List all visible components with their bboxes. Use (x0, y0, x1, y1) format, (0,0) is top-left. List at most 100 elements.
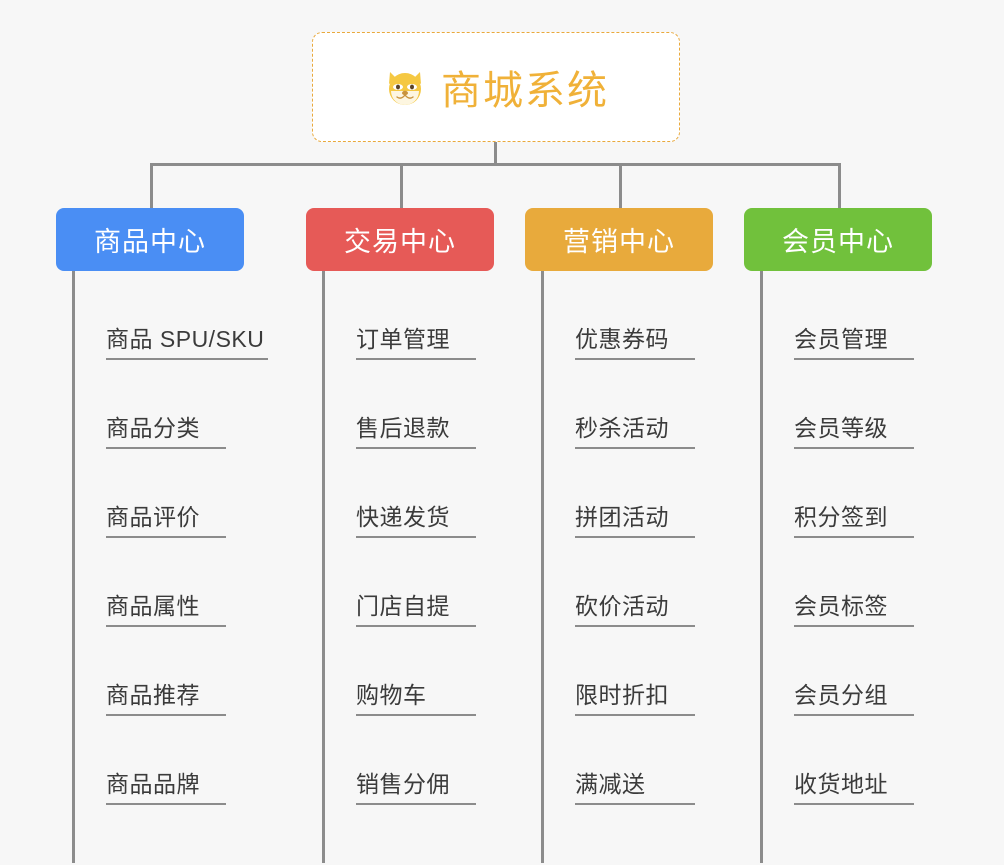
leaf-item[interactable]: 快递发货 (322, 449, 476, 538)
leaf-label: 会员分组 (794, 682, 888, 708)
category-column-会员中心: 会员中心 会员管理 会员等级 积分签到 (744, 208, 932, 865)
category-column-营销中心: 营销中心 优惠券码 秒杀活动 拼团活动 (525, 208, 713, 865)
leaf-item[interactable]: 商品分类 (72, 360, 226, 449)
category-column-商品中心: 商品中心 商品 SPU/SKU 商品分类 商品评价 (56, 208, 269, 865)
shiba-dog-emoji-icon (383, 65, 427, 109)
leaf-item[interactable]: 满减送 (541, 716, 695, 805)
leaf-underline (356, 536, 476, 538)
leaf-label: 售后退款 (356, 415, 450, 441)
branch-1: 商品 SPU/SKU 商品分类 商品评价 商品属性 (72, 271, 269, 865)
leaf-underline (575, 625, 695, 627)
leaf-underline (794, 803, 914, 805)
leaf-label: 商品评价 (106, 504, 200, 530)
leaf-label: 商品属性 (106, 593, 200, 619)
leaf-label: 限时折扣 (575, 682, 669, 708)
connector-drop-2 (400, 163, 403, 208)
leaf-label: 砍价活动 (575, 593, 669, 619)
connector-horizontal-bus (150, 163, 840, 166)
root-node[interactable]: 商城系统 (312, 32, 680, 142)
leaf-item[interactable]: 收货地址 (760, 716, 914, 805)
leaf-label: 秒杀活动 (575, 415, 669, 441)
leaf-item[interactable]: 会员等级 (760, 360, 914, 449)
leaf-item[interactable]: 会员标签 (760, 538, 914, 627)
leaf-underline (106, 447, 226, 449)
leaf-underline (106, 625, 226, 627)
branch-spine (72, 271, 75, 863)
leaf-underline (794, 714, 914, 716)
branch-2: 订单管理 售后退款 快递发货 门店自提 (322, 271, 494, 865)
leaf-underline (106, 536, 226, 538)
leaf-item[interactable]: 拼团活动 (541, 449, 695, 538)
leaf-underline (575, 447, 695, 449)
category-label: 会员中心 (782, 227, 894, 257)
leaf-item[interactable]: 购物车 (322, 627, 476, 716)
category-header-4[interactable]: 会员中心 (744, 208, 932, 271)
leaf-underline (794, 447, 914, 449)
leaf-label: 订单管理 (356, 326, 450, 352)
leaf-label: 商品分类 (106, 415, 200, 441)
leaf-item[interactable]: 门店自提 (322, 538, 476, 627)
category-column-交易中心: 交易中心 订单管理 售后退款 快递发货 (306, 208, 494, 865)
leaf-label: 购物车 (356, 682, 427, 708)
mindmap-canvas: 商城系统 商品中心 商品 SPU/SKU 商品分类 (56, 32, 932, 863)
leaf-underline (106, 714, 226, 716)
leaf-underline (356, 714, 476, 716)
branch-spine (760, 271, 763, 863)
leaf-label: 满减送 (575, 771, 646, 797)
leaf-item[interactable]: 商品推荐 (72, 627, 226, 716)
leaf-item[interactable]: 会员分组 (760, 627, 914, 716)
connector-drop-4 (838, 163, 841, 208)
category-label: 交易中心 (344, 227, 456, 257)
leaf-underline (794, 625, 914, 627)
leaf-underline (106, 358, 269, 360)
connector-root-vertical (494, 142, 497, 164)
leaf-label: 商品推荐 (106, 682, 200, 708)
leaf-underline (794, 536, 914, 538)
leaf-underline (575, 714, 695, 716)
leaf-label: 积分签到 (794, 504, 888, 530)
branch-3: 优惠券码 秒杀活动 拼团活动 砍价活动 (541, 271, 713, 865)
leaf-item[interactable]: 限时折扣 (541, 627, 695, 716)
connector-drop-1 (150, 163, 153, 208)
branch-spine (322, 271, 325, 863)
category-label: 营销中心 (563, 227, 675, 257)
leaf-item[interactable]: 商品属性 (72, 538, 226, 627)
branch-4: 会员管理 会员等级 积分签到 会员标签 (760, 271, 932, 865)
leaf-underline (575, 536, 695, 538)
leaf-underline (106, 803, 226, 805)
leaf-label: 商品 SPU/SKU (106, 326, 265, 352)
leaf-label: 会员等级 (794, 415, 888, 441)
category-header-3[interactable]: 营销中心 (525, 208, 713, 271)
leaf-label: 会员标签 (794, 593, 888, 619)
leaf-label: 销售分佣 (356, 771, 450, 797)
leaf-label: 快递发货 (356, 504, 450, 530)
leaf-item[interactable]: 会员管理 (760, 271, 914, 360)
leaf-item[interactable]: 秒杀活动 (541, 360, 695, 449)
leaf-label: 拼团活动 (575, 504, 669, 530)
leaf-underline (356, 803, 476, 805)
leaf-underline (356, 358, 476, 360)
leaf-underline (575, 803, 695, 805)
leaf-item[interactable]: 砍价活动 (541, 538, 695, 627)
connector-drop-3 (619, 163, 622, 208)
leaf-label: 门店自提 (356, 593, 450, 619)
leaf-item[interactable]: 售后退款 (322, 360, 476, 449)
leaf-underline (356, 625, 476, 627)
leaf-label: 会员管理 (794, 326, 888, 352)
category-label: 商品中心 (94, 227, 206, 257)
leaf-item[interactable]: 商品 SPU/SKU (72, 271, 269, 360)
branch-spine (541, 271, 544, 863)
leaf-item[interactable]: 积分签到 (760, 449, 914, 538)
leaf-item[interactable]: 订单管理 (322, 271, 476, 360)
leaf-underline (356, 447, 476, 449)
leaf-label: 优惠券码 (575, 326, 669, 352)
root-title: 商城系统 (441, 69, 609, 113)
leaf-label: 商品品牌 (106, 771, 200, 797)
category-header-2[interactable]: 交易中心 (306, 208, 494, 271)
leaf-item[interactable]: 商品品牌 (72, 716, 226, 805)
category-header-1[interactable]: 商品中心 (56, 208, 244, 271)
leaf-item[interactable]: 销售分佣 (322, 716, 476, 805)
leaf-label: 收货地址 (794, 771, 888, 797)
leaf-item[interactable]: 商品评价 (72, 449, 226, 538)
leaf-item[interactable]: 优惠券码 (541, 271, 695, 360)
